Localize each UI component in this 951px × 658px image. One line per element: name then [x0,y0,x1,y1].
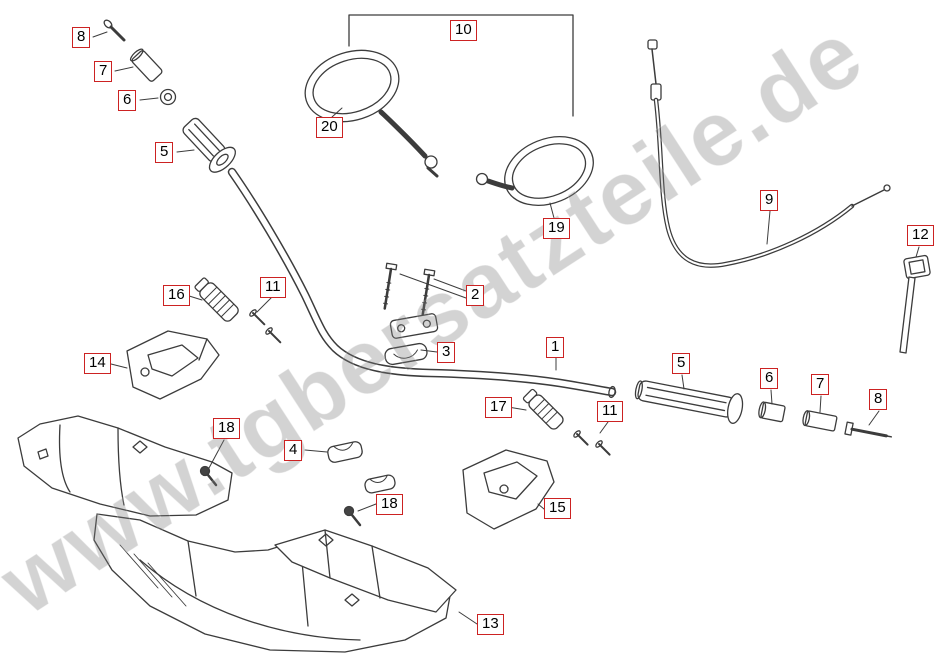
clamp-bolt-2a [383,262,398,310]
mirror-left [304,49,439,178]
switch-grip-17 [522,388,564,430]
clamp-4 [327,441,396,494]
switch-grip-16 [194,277,239,322]
leader-lines [92,31,920,625]
screws-11-left [249,309,282,344]
spacer-6-right [758,401,786,423]
lever-bracket-15 [462,449,555,530]
handlebar [227,167,617,399]
lever-bracket-14 [126,330,220,400]
rod-12 [899,254,931,354]
spacer-7-right [802,410,838,432]
spacer-7-left [129,48,163,82]
screw-8-right [844,421,892,438]
handlebar-clamp-3 [384,313,439,366]
clamp-bolt-2b [421,268,436,316]
nut-6-left [159,88,177,106]
cover-bottom-13 [93,513,457,653]
throttle-cable-9 [647,39,891,268]
screw-8-left [103,19,126,42]
grip-5-right [634,380,744,424]
screws-11-right [573,430,611,456]
screws-18 [132,440,362,607]
cover-left-upper [17,415,233,517]
mirror-right [475,136,594,206]
bracket-line-10 [348,14,574,117]
grip-5-left [182,117,236,173]
